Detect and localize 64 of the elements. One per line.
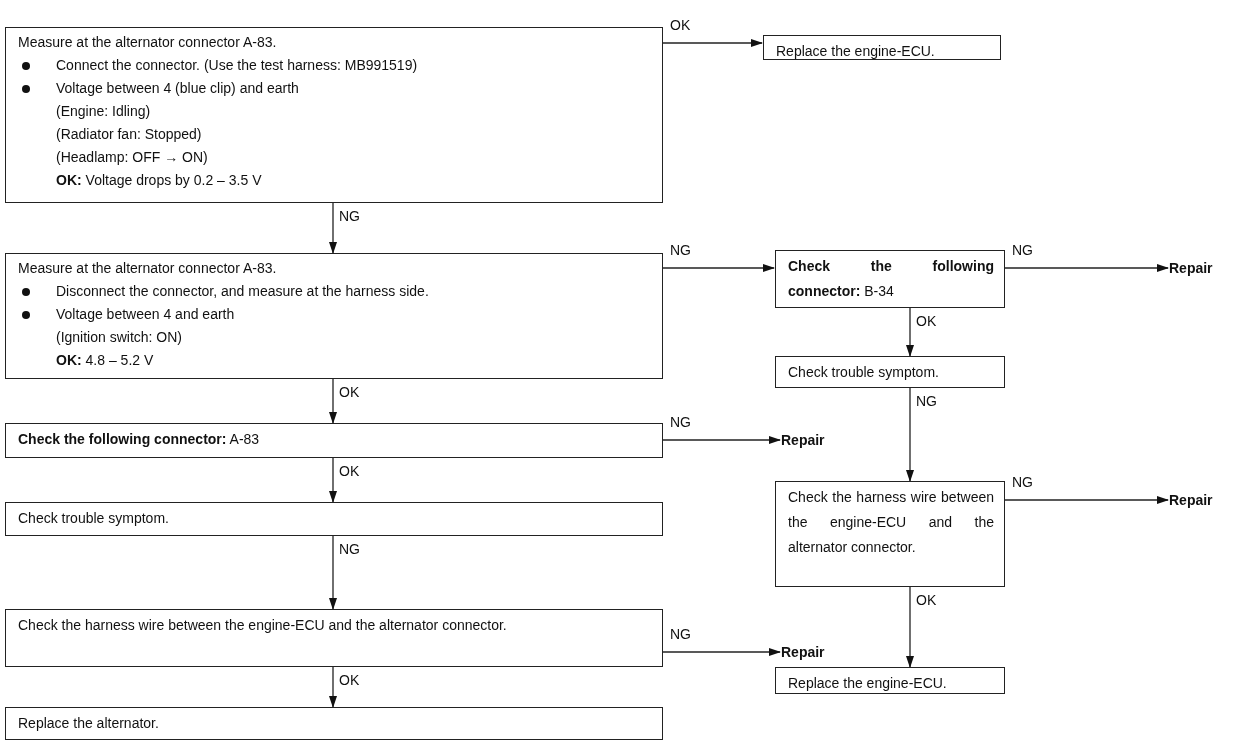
process-box <box>5 253 663 379</box>
box-heading: Measure at the alternator connector A-83. <box>18 33 278 52</box>
arrow <box>662 264 775 272</box>
process-box <box>5 609 663 667</box>
result-text: Repair <box>781 430 841 450</box>
condition-text: OK: Voltage drops by 0.2 – 3.5 V <box>55 171 263 190</box>
condition-text: (Headlamp: OFF → ON) <box>55 148 209 167</box>
box-text: Check the following connector: B-34 <box>788 257 994 301</box>
arrow <box>1004 496 1169 504</box>
edge-label: NG <box>915 393 938 409</box>
arrow <box>329 202 337 254</box>
arrow <box>662 39 763 47</box>
box-text: Replace the alternator. <box>18 714 160 733</box>
process-box <box>5 502 663 536</box>
arrow <box>329 535 337 610</box>
arrow <box>329 378 337 424</box>
condition-text: OK: 4.8 – 5.2 V <box>55 351 155 370</box>
result-text: Repair <box>1169 490 1229 510</box>
edge-label: NG <box>669 414 692 430</box>
arrow <box>662 648 781 656</box>
process-box <box>5 423 663 458</box>
process-box <box>5 707 663 740</box>
edge-label: OK <box>669 17 692 33</box>
edge-label: NG <box>338 541 361 557</box>
process-box <box>775 481 1005 587</box>
result-text: Repair <box>781 642 841 662</box>
box-text: Check trouble symptom. <box>18 509 170 528</box>
condition-text: (Engine: Idling) <box>55 102 152 121</box>
bullet-item: Connect the connector. (Use the test harness: MB991519) <box>18 54 652 77</box>
process-box <box>775 250 1005 308</box>
process-box <box>5 27 663 203</box>
arrow <box>1004 264 1169 272</box>
edge-label: NG <box>338 208 361 224</box>
bullet-item: Disconnect the connector, and measure at the harness side. <box>18 280 652 303</box>
box-text: Replace the engine-ECU. <box>776 42 936 61</box>
box-heading: Measure at the alternator connector A-83. <box>18 259 278 278</box>
arrow <box>329 457 337 503</box>
edge-label: OK <box>338 463 361 479</box>
box-text: Check trouble symptom. <box>788 363 940 382</box>
edge-label: NG <box>1011 474 1034 490</box>
edge-label: OK <box>915 313 938 329</box>
condition-text: (Radiator fan: Stopped) <box>55 125 203 144</box>
arrow <box>662 436 781 444</box>
box-text: Check the harness wire between the engine-ECU and the alternator connector. <box>18 616 508 635</box>
arrow <box>329 666 337 708</box>
arrow <box>906 387 914 482</box>
box-text: Replace the engine-ECU. <box>788 674 948 693</box>
edge-label: OK <box>915 592 938 608</box>
process-box <box>763 35 1001 60</box>
edge-label: OK <box>338 384 361 400</box>
process-box <box>775 667 1005 694</box>
condition-text: (Ignition switch: ON) <box>55 328 184 347</box>
box-text: Check the harness wire between the engine-ECU and the alternator connector. <box>788 488 994 557</box>
box-text: Check the following connector: A-83 <box>18 430 261 449</box>
arrow <box>906 307 914 357</box>
bullet-item: Voltage between 4 (blue clip) and earth <box>18 77 652 100</box>
bullet-item: Voltage between 4 and earth <box>18 303 652 326</box>
edge-label: NG <box>1011 242 1034 258</box>
result-text: Repair <box>1169 258 1229 278</box>
process-box <box>775 356 1005 388</box>
edge-label: NG <box>669 242 692 258</box>
edge-label: NG <box>669 626 692 642</box>
arrow <box>906 586 914 668</box>
edge-label: OK <box>338 672 361 688</box>
